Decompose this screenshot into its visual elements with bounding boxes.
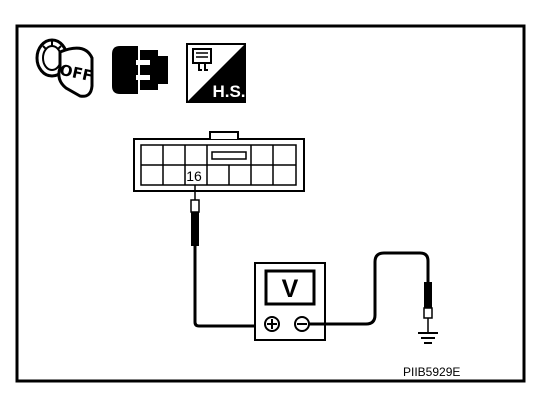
connector-lock-slot [211, 151, 247, 160]
ignition-key-off-icon: OFF [35, 38, 94, 98]
figure-code-label: PIIB5929E [403, 365, 460, 379]
figure-frame [15, 24, 526, 383]
harness-side-label: H.S. [212, 82, 245, 101]
voltmeter: V [254, 262, 326, 341]
mini-connector-icon [192, 48, 212, 71]
harness-connector: 16 [133, 131, 305, 192]
positive-probe [190, 185, 258, 328]
harness-side-icon: H.S. [186, 43, 246, 103]
negative-terminal-icon [294, 316, 310, 332]
voltmeter-display [264, 269, 316, 306]
connector-disconnected-icon [112, 46, 168, 94]
negative-lead [309, 251, 433, 333]
terminal-number-label: 16 [186, 168, 202, 184]
voltmeter-display-label: V [282, 275, 299, 303]
positive-terminal-icon [264, 316, 280, 332]
ground-symbol-icon [418, 332, 438, 344]
